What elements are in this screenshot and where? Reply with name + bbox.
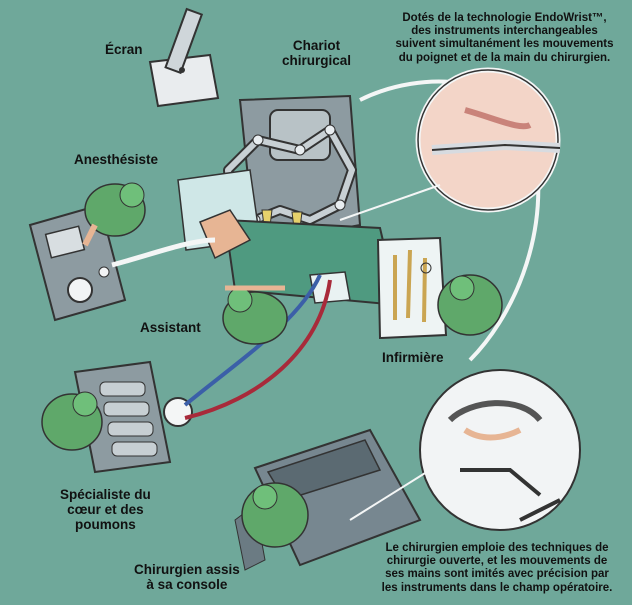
screen-monitor bbox=[148, 7, 220, 108]
label-surgeon-console: Chirurgien assis à sa console bbox=[134, 562, 240, 592]
note-console: Le chirurgien emploie des techniques de … bbox=[368, 542, 626, 595]
note-endowrist-line1: Dotés de la technologie EndoWrist™, bbox=[402, 12, 607, 24]
label-surgical-cart-line1: Chariot bbox=[292, 38, 341, 53]
surgical-cart bbox=[223, 94, 362, 247]
label-surgical-cart-line2: chirurgical bbox=[282, 53, 352, 69]
label-screen: Écran bbox=[105, 42, 143, 57]
label-anesthetist: Anesthésiste bbox=[74, 152, 159, 167]
label-heart-lung-specialist: Spécialiste du cœur et des poumons bbox=[60, 487, 151, 532]
red-tube bbox=[184, 279, 332, 420]
label-nurse: Infirmière bbox=[382, 350, 444, 365]
note-endowrist-line3: suivent simultanément les mouvements bbox=[395, 38, 614, 51]
note-console-line1: Le chirurgien emploie des techniques de bbox=[385, 542, 609, 554]
label-surgeon-line2: à sa console bbox=[146, 577, 228, 593]
instrument-tray bbox=[376, 236, 448, 340]
heart-lung-specialist-figure bbox=[41, 391, 103, 451]
heart-lung-machine bbox=[73, 360, 193, 474]
label-surgeon-line1: Chirurgien assis bbox=[134, 562, 240, 577]
operating-table bbox=[177, 169, 400, 307]
note-endowrist: Dotés de la technologie EndoWrist™, des … bbox=[382, 12, 627, 65]
label-assistant: Assistant bbox=[140, 320, 201, 335]
note-console-line3: ses mains sont imités avec précision par bbox=[385, 568, 609, 581]
anesthesia-hose bbox=[111, 237, 216, 268]
label-heart-lung-line1: Spécialiste du bbox=[60, 487, 151, 502]
surgeon-figure bbox=[241, 482, 309, 548]
anesthetist-figure bbox=[82, 182, 146, 247]
label-heart-lung-line3: poumons bbox=[75, 517, 136, 533]
endowrist-inset bbox=[339, 67, 561, 221]
label-heart-lung-line2: cœur et des bbox=[67, 502, 144, 518]
nurse-figure bbox=[437, 274, 503, 336]
note-console-line2: chirurgie ouverte, et les mouvements de bbox=[386, 555, 608, 568]
note-endowrist-line4: du poignet et de la main du chirurgien. bbox=[398, 51, 611, 64]
note-endowrist-line2: des instruments interchangeables bbox=[411, 25, 598, 38]
note-console-line4: les instruments dans le champ opératoire… bbox=[381, 581, 613, 594]
console-hands-inset bbox=[349, 369, 581, 531]
assistant-figure bbox=[222, 285, 288, 345]
label-surgical-cart: Chariot chirurgical bbox=[282, 38, 351, 68]
